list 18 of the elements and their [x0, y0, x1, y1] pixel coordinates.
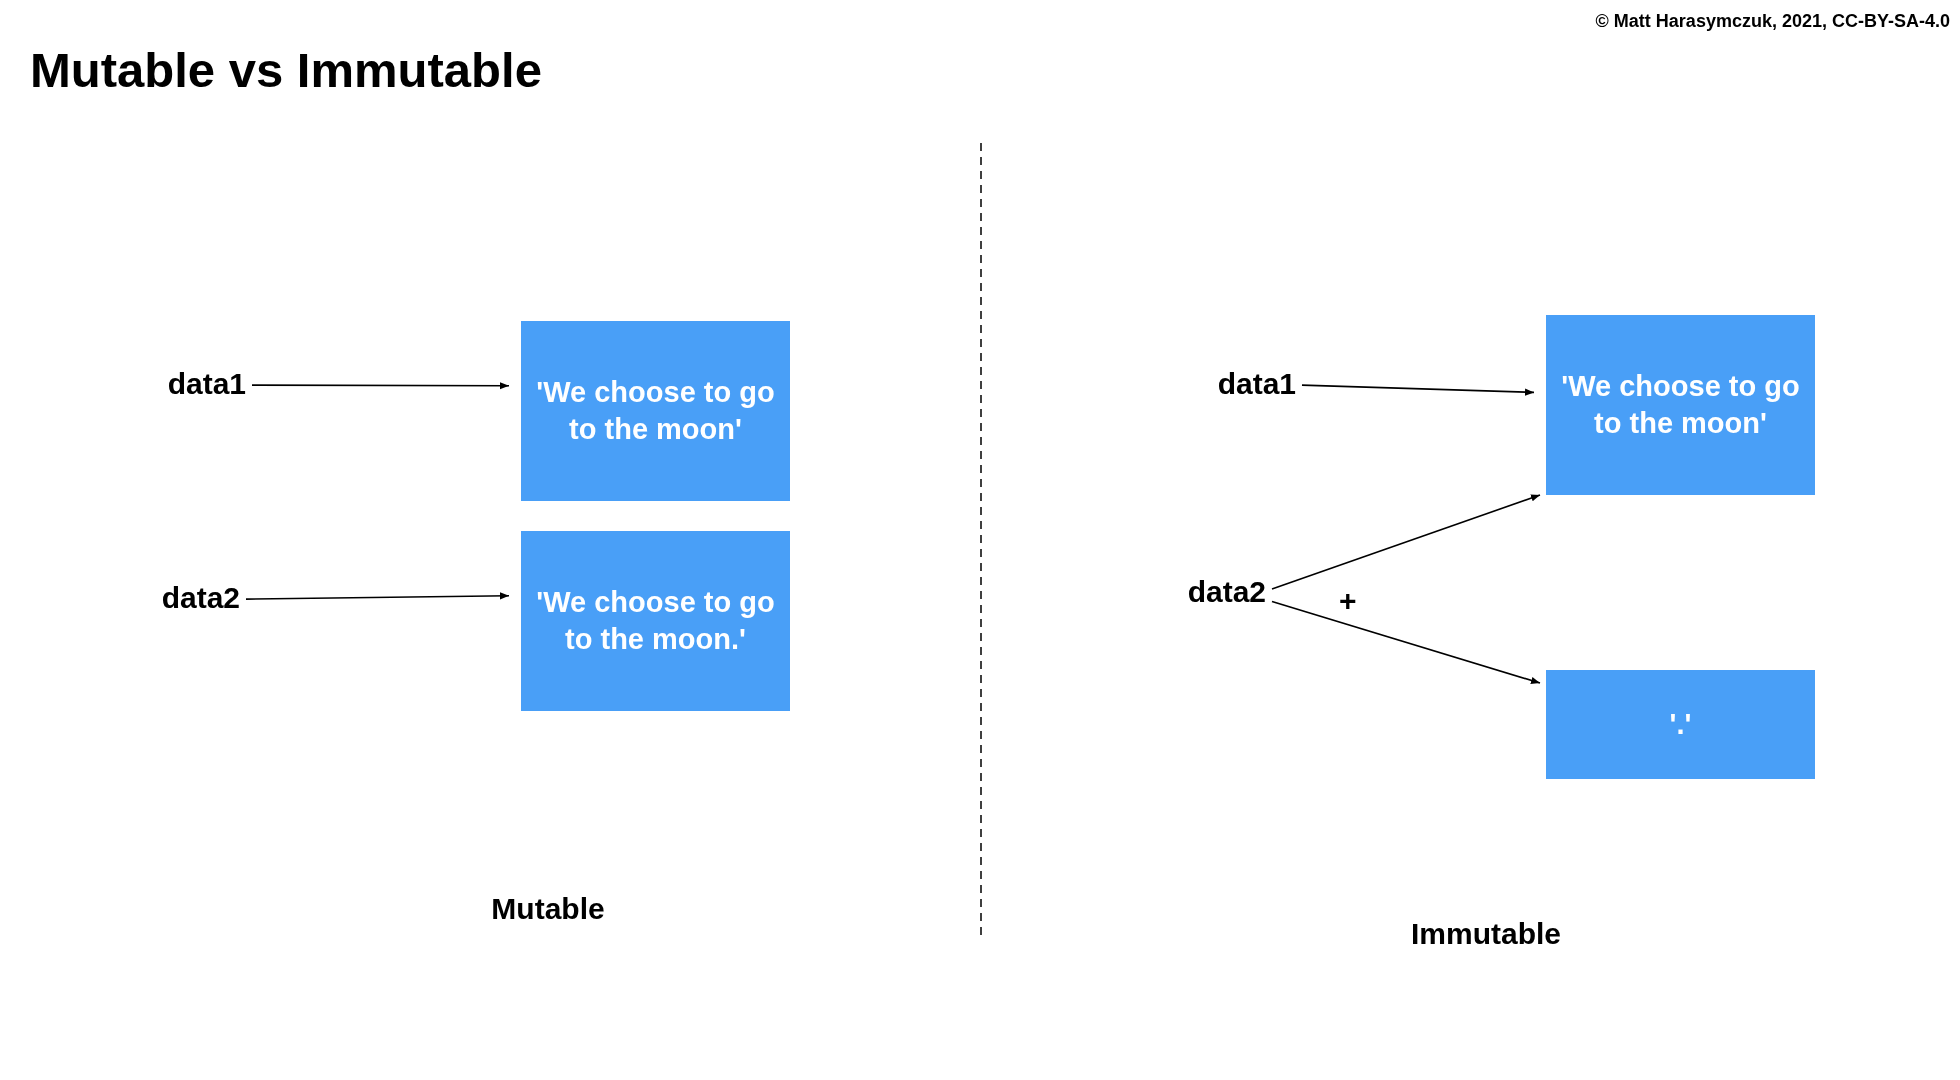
arrow	[1271, 600, 1541, 684]
string-value-box: 'We choose to go to the moon.'	[521, 531, 790, 711]
variable-name: data2	[110, 576, 240, 618]
copyright-note: © Matt Harasymczuk, 2021, CC-BY-SA-4.0	[1595, 10, 1950, 33]
diagram-title: Mutable vs Immutable	[30, 46, 542, 95]
string-value-box: 'We choose to go to the moon'	[521, 321, 790, 501]
variable-name: data1	[1140, 362, 1296, 404]
plus-sign: +	[1339, 583, 1357, 619]
arrow	[1301, 384, 1535, 396]
string-value-box: 'We choose to go to the moon'	[1546, 315, 1815, 495]
arrow	[251, 382, 510, 390]
arrow	[245, 592, 510, 600]
section-label: Mutable	[490, 891, 606, 927]
string-value-box: '.'	[1546, 670, 1815, 779]
section-label: Immutable	[1410, 916, 1562, 952]
arrow	[1271, 494, 1541, 590]
variable-name: data1	[120, 362, 246, 404]
variable-name: data2	[1130, 570, 1266, 612]
